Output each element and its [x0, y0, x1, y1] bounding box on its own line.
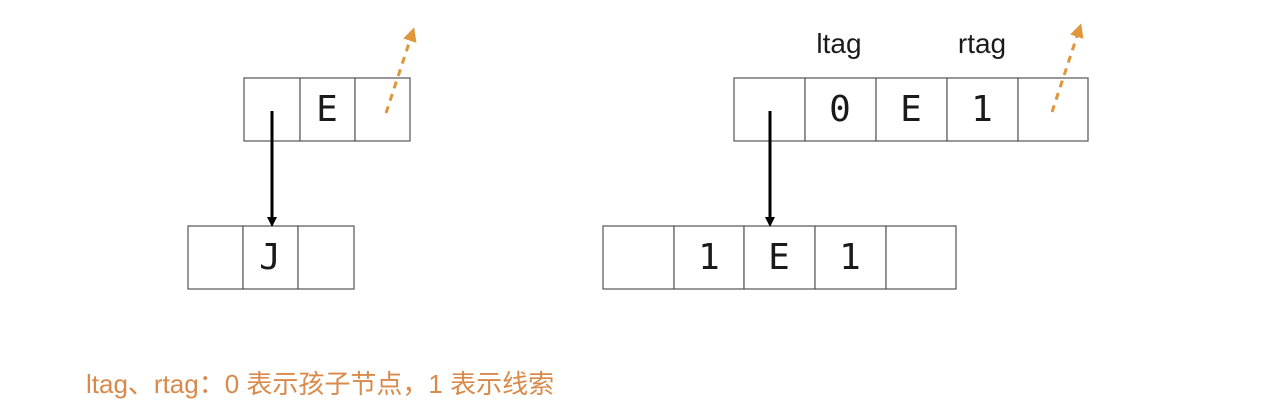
left-child-node: J	[187, 225, 355, 290]
left-child-node-rchild-cell	[297, 225, 355, 290]
right-child-node-data-cell	[743, 225, 816, 290]
rtag-header-label: rtag	[958, 28, 1006, 59]
right-child-node-rtag-text: 1	[839, 237, 861, 278]
right-thread-pointer-arrow	[1050, 23, 1084, 113]
right-top-node-data-cell	[875, 77, 948, 142]
left-top-node-data-text: E	[316, 89, 338, 130]
right-child-node-rchild-cell	[885, 225, 957, 290]
right-child-node-lchild-cell	[602, 225, 675, 290]
right-child-node-data-text: E	[768, 237, 790, 278]
right-top-node-ltag-text: 0	[829, 89, 851, 130]
ltag-header-label: ltag	[816, 28, 861, 59]
left-child-node-lchild-cell	[187, 225, 244, 290]
right-child-node-rtag-cell	[814, 225, 887, 290]
right-top-node-data-text: E	[900, 89, 922, 130]
left-child-node-data-text: J	[259, 237, 281, 278]
left-thread-pointer-arrow	[384, 27, 417, 114]
left-top-node-rchild-cell	[354, 77, 411, 142]
right-top-node-rtag-text: 1	[971, 89, 993, 130]
tag-legend-note: ltag、rtag：0 表示孩子节点，1 表示线索	[86, 369, 555, 399]
right-child-node-ltag-cell	[673, 225, 745, 290]
right-top-node-rtag-cell	[946, 77, 1019, 142]
right-child-node: 1 E 1	[602, 225, 957, 290]
right-child-node-ltag-text: 1	[698, 237, 720, 278]
right-top-node: 0 E 1	[733, 77, 1089, 142]
left-top-node: E	[243, 77, 411, 142]
left-top-node-data-cell	[299, 77, 356, 142]
